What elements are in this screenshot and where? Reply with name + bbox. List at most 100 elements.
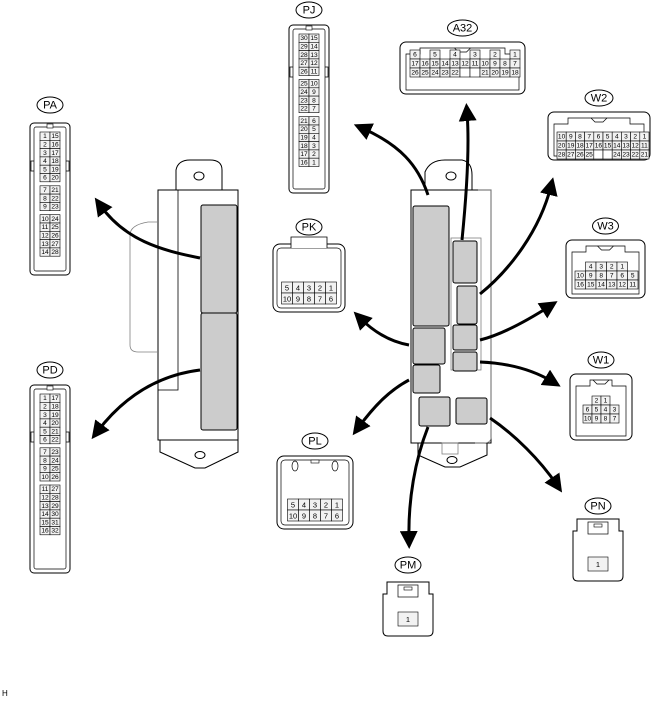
connector-key-slot xyxy=(403,586,413,591)
connector-tag-label: PM xyxy=(400,560,417,572)
pin-number: 19 xyxy=(567,143,575,150)
connector-tag-oval xyxy=(447,19,478,37)
pin-number: 1 xyxy=(43,395,47,402)
pin-number: 21 xyxy=(481,70,489,77)
pin-number: 25 xyxy=(421,70,429,77)
connector-tag-oval xyxy=(394,556,422,574)
pin-number: 4 xyxy=(604,407,608,414)
pin-number: 20 xyxy=(491,70,499,77)
connector-tag-label: W1 xyxy=(593,355,610,367)
connector-tag-oval xyxy=(592,217,619,235)
pin-number: 15 xyxy=(587,282,595,289)
pin-number: 26 xyxy=(51,474,59,481)
connector-key xyxy=(46,385,54,391)
connector-tag-oval xyxy=(36,96,64,114)
pin-number: 6 xyxy=(335,512,339,521)
pin-number: 3 xyxy=(43,150,47,157)
pin-cell xyxy=(308,157,320,167)
pin-number: 8 xyxy=(604,416,608,423)
pin-number: 1 xyxy=(643,134,647,141)
connector-pm: PM1 xyxy=(382,556,434,637)
left-ecu-top-hole xyxy=(193,171,205,181)
pin-number: 31 xyxy=(51,519,59,526)
pin-number: 9 xyxy=(569,134,573,141)
pin-number: 23 xyxy=(441,70,449,77)
pin-number: 17 xyxy=(300,151,308,158)
pin-cell xyxy=(49,472,61,482)
pin-number: 1 xyxy=(513,52,517,59)
pin-number: 7 xyxy=(324,512,328,521)
connector-key xyxy=(46,123,54,129)
left-ecu-bottom-hole xyxy=(194,451,206,459)
pin-number: 4 xyxy=(296,284,300,293)
pin-number: 19 xyxy=(51,412,59,419)
pin-cell xyxy=(593,149,604,160)
pin-number: 23 xyxy=(51,449,59,456)
pin-number: 32 xyxy=(51,528,59,535)
pin-number: 10 xyxy=(310,81,318,88)
pin-number: 11 xyxy=(42,486,49,493)
pin-cell xyxy=(627,279,639,290)
pin-number: 28 xyxy=(51,494,59,501)
connector-latch xyxy=(289,66,293,78)
pin-number: 9 xyxy=(595,416,599,423)
pin-number: 9 xyxy=(43,466,47,473)
pin-number: 23 xyxy=(51,204,59,211)
pin-number: 14 xyxy=(441,61,449,68)
connector-tag-oval xyxy=(36,361,64,379)
connector-key xyxy=(590,117,608,123)
pin-number: 14 xyxy=(598,282,606,289)
pin-number: 17 xyxy=(51,395,59,402)
pin-number: 2 xyxy=(318,284,322,293)
pin-number: 8 xyxy=(43,457,47,464)
pin-number: 13 xyxy=(310,52,318,59)
pin-number: 15 xyxy=(51,133,59,140)
pin-number: 3 xyxy=(473,52,477,59)
connector-latch xyxy=(66,160,70,172)
connector-pn: PN1 xyxy=(572,497,624,582)
left-ecu-side-rail xyxy=(157,189,179,391)
pin-number: 25 xyxy=(51,224,59,231)
connector-tag-oval xyxy=(584,89,614,107)
arrow-to-pl xyxy=(352,378,410,436)
connector-inner-wall xyxy=(571,245,640,295)
pin-number: 2 xyxy=(633,134,637,141)
right-ecu-bottom-hole xyxy=(446,456,458,464)
connector-top-latch xyxy=(290,236,328,248)
pin-number: 12 xyxy=(310,60,318,67)
pin-number: 1 xyxy=(43,133,47,140)
pin-number: 19 xyxy=(300,134,308,141)
pin-number: 13 xyxy=(41,503,49,510)
connector-tag-label: PN xyxy=(590,501,605,513)
pin-cell xyxy=(49,526,61,536)
pin-number: 7 xyxy=(610,273,614,280)
pin-number: 6 xyxy=(329,295,333,304)
pin-number: 4 xyxy=(302,501,306,510)
pin-number: 23 xyxy=(300,97,308,104)
connector-latch xyxy=(325,66,329,78)
arrow-to-pm xyxy=(399,426,430,549)
pin-number: 9 xyxy=(589,273,593,280)
pin-number: 24 xyxy=(613,152,621,159)
connector-tag-label: PJ xyxy=(303,5,316,17)
footer-code: H xyxy=(2,689,8,698)
arrow-to-a32 xyxy=(458,103,477,241)
pin-number: 6 xyxy=(413,52,417,59)
pin-number: 11 xyxy=(629,282,636,289)
pin-number: 22 xyxy=(51,437,59,444)
connector-tag-oval xyxy=(295,1,323,19)
arrow-to-w3 xyxy=(479,301,558,342)
pin-number: 8 xyxy=(313,512,317,521)
pin-number: 15 xyxy=(41,519,49,526)
pin-number: 3 xyxy=(43,412,47,419)
pin-number: 14 xyxy=(41,249,49,256)
pin-number: 6 xyxy=(586,407,590,414)
pin-cell xyxy=(609,413,620,424)
pin-number: 18 xyxy=(300,143,308,150)
left-ecu-cavity-upper xyxy=(200,204,238,314)
